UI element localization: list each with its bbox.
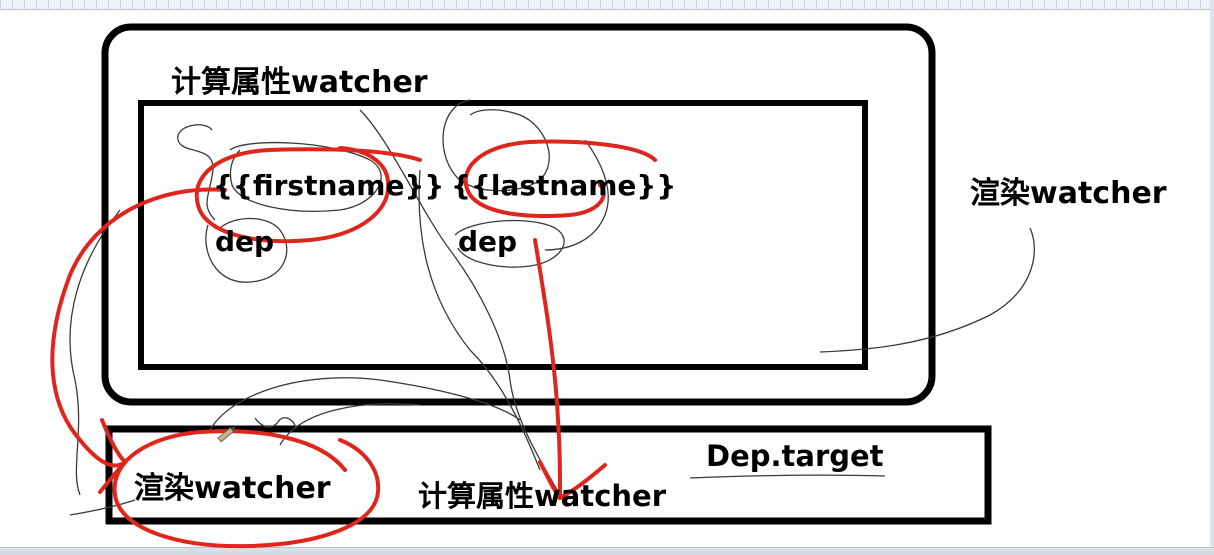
dep-left-label: dep [215,225,275,258]
dep-target-stack-box [105,425,992,525]
scribble-center-curve-1 [359,109,561,496]
render-watcher-outside-label: 渲染watcher [970,176,1167,211]
right-scroll-edge [1210,0,1214,555]
red-arrow-firstname-to-render-watcher [50,187,227,468]
scribble-center-curve-2 [418,169,541,471]
bottom-ruler [0,547,1214,555]
red-arrow-lastname-to-computed [533,238,562,500]
scribble-firstname-ellipse [229,141,382,212]
pen-cursor-icon [217,426,236,443]
scribble-dep-right-circle [454,219,565,268]
red-arrowhead-right-1 [538,460,562,500]
firstname-expression: {{firstname}} [213,169,445,202]
scribble-dep-target-underline [689,474,886,479]
scribble-lower-arc-2 [279,403,421,446]
scribble-render-watcher-line [819,227,1035,353]
scribble-dep-left-circle [205,217,288,283]
pencil-scribbles [69,99,1035,516]
scribble-left-wave [69,209,121,496]
outer-computed-watcher-box [101,23,936,406]
scribble-lower-arc [209,377,521,431]
dep-target-label: Dep.target [706,439,884,473]
scribble-firstname-loop [177,124,216,221]
dep-right-label: dep [458,225,518,258]
top-ruler [0,0,1214,10]
inner-template-box [138,100,868,370]
scribble-lastname-loop [442,99,550,192]
red-circle-lastname [463,139,657,218]
scribble-right-of-lastname [544,139,609,251]
stack-render-watcher-label: 渲染watcher [134,471,331,506]
red-arrowhead-left-1 [100,418,127,464]
scribble-bottom-left [69,499,136,516]
lastname-expression: {{lastname}} [451,169,677,202]
scribble-mini-curl [254,417,297,429]
outer-computed-watcher-title: 计算属性watcher [171,65,428,100]
red-arrowhead-right-2 [558,463,607,500]
stack-computed-watcher-label: 计算属性watcher [418,479,667,513]
red-circle-firstname [194,146,422,244]
